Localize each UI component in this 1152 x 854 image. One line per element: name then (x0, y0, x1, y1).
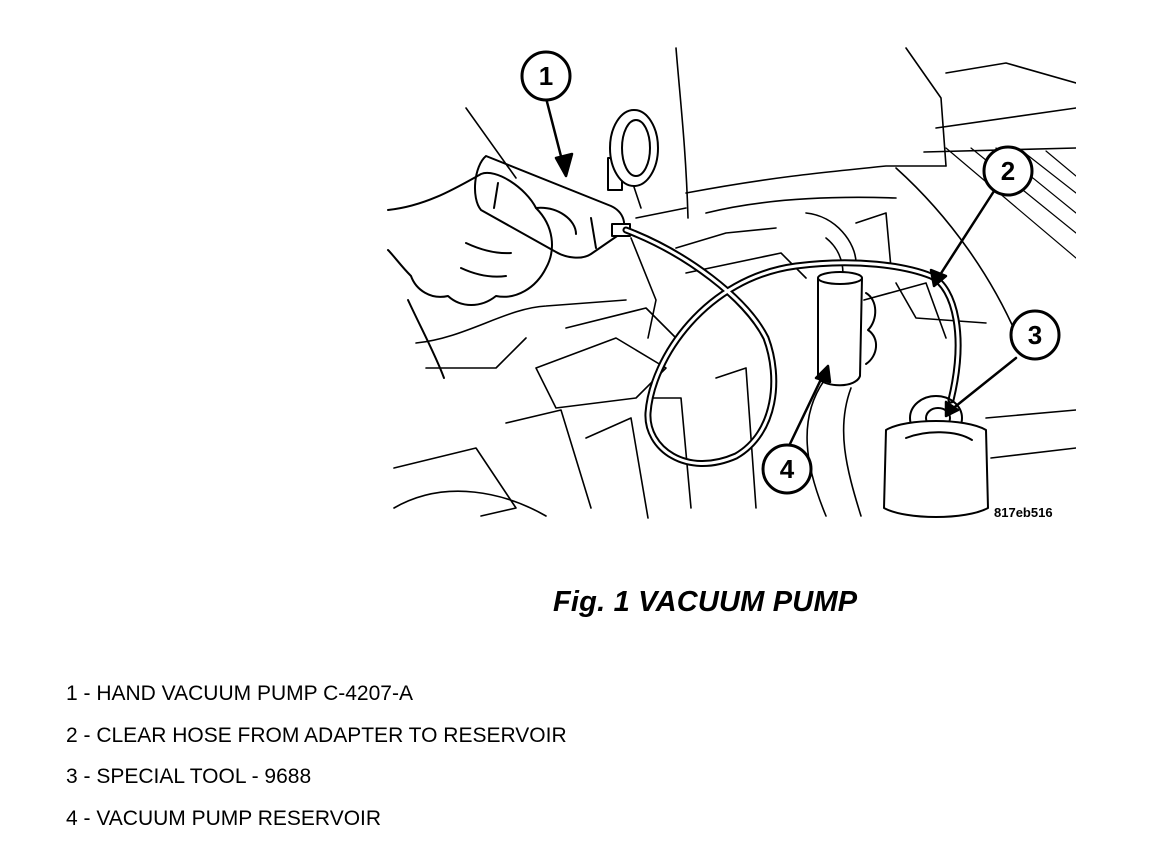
figure-reference-code: 817eb516 (994, 505, 1053, 520)
legend-item: 1 - HAND VACUUM PUMP C-4207-A (66, 682, 413, 705)
forearm-outline (407, 299, 445, 379)
finger-lines (460, 242, 512, 278)
callout-3-number: 3 (1028, 320, 1042, 350)
callout-leaders (544, 96, 1018, 448)
callout-2-number: 2 (1001, 156, 1015, 186)
callout-1-number: 1 (539, 61, 553, 91)
vacuum-pump-illustration: 1 2 3 4 (387, 47, 1076, 519)
legend-list: 1 - HAND VACUUM PUMP C-4207-A 2 - CLEAR … (66, 682, 567, 848)
callout-3: 3 (1009, 309, 1061, 361)
callout-2: 2 (982, 145, 1034, 197)
figure-title: Fig. 1 VACUUM PUMP (553, 586, 858, 618)
reservoir-cap (817, 271, 863, 285)
legend-item: 4 - VACUUM PUMP RESERVOIR (66, 806, 382, 830)
legend-item: 2 - CLEAR HOSE FROM ADAPTER TO RESERVOIR (66, 723, 567, 747)
thumb-outline (535, 206, 577, 235)
clear-hose-inner (624, 228, 960, 465)
callout-4: 4 (761, 443, 813, 495)
pump-gauge-face (621, 119, 651, 177)
hand-pump-body (474, 155, 626, 259)
callout-1: 1 (520, 50, 572, 102)
brake-fluid-reservoir-top (905, 431, 973, 441)
hand-outline (387, 171, 553, 306)
reservoir-ribs (865, 292, 877, 365)
brake-fluid-reservoir (883, 420, 989, 518)
pump-handle (493, 182, 597, 249)
callout-4-number: 4 (780, 454, 795, 484)
legend-item: 3 - SPECIAL TOOL - 9688 (66, 765, 312, 788)
